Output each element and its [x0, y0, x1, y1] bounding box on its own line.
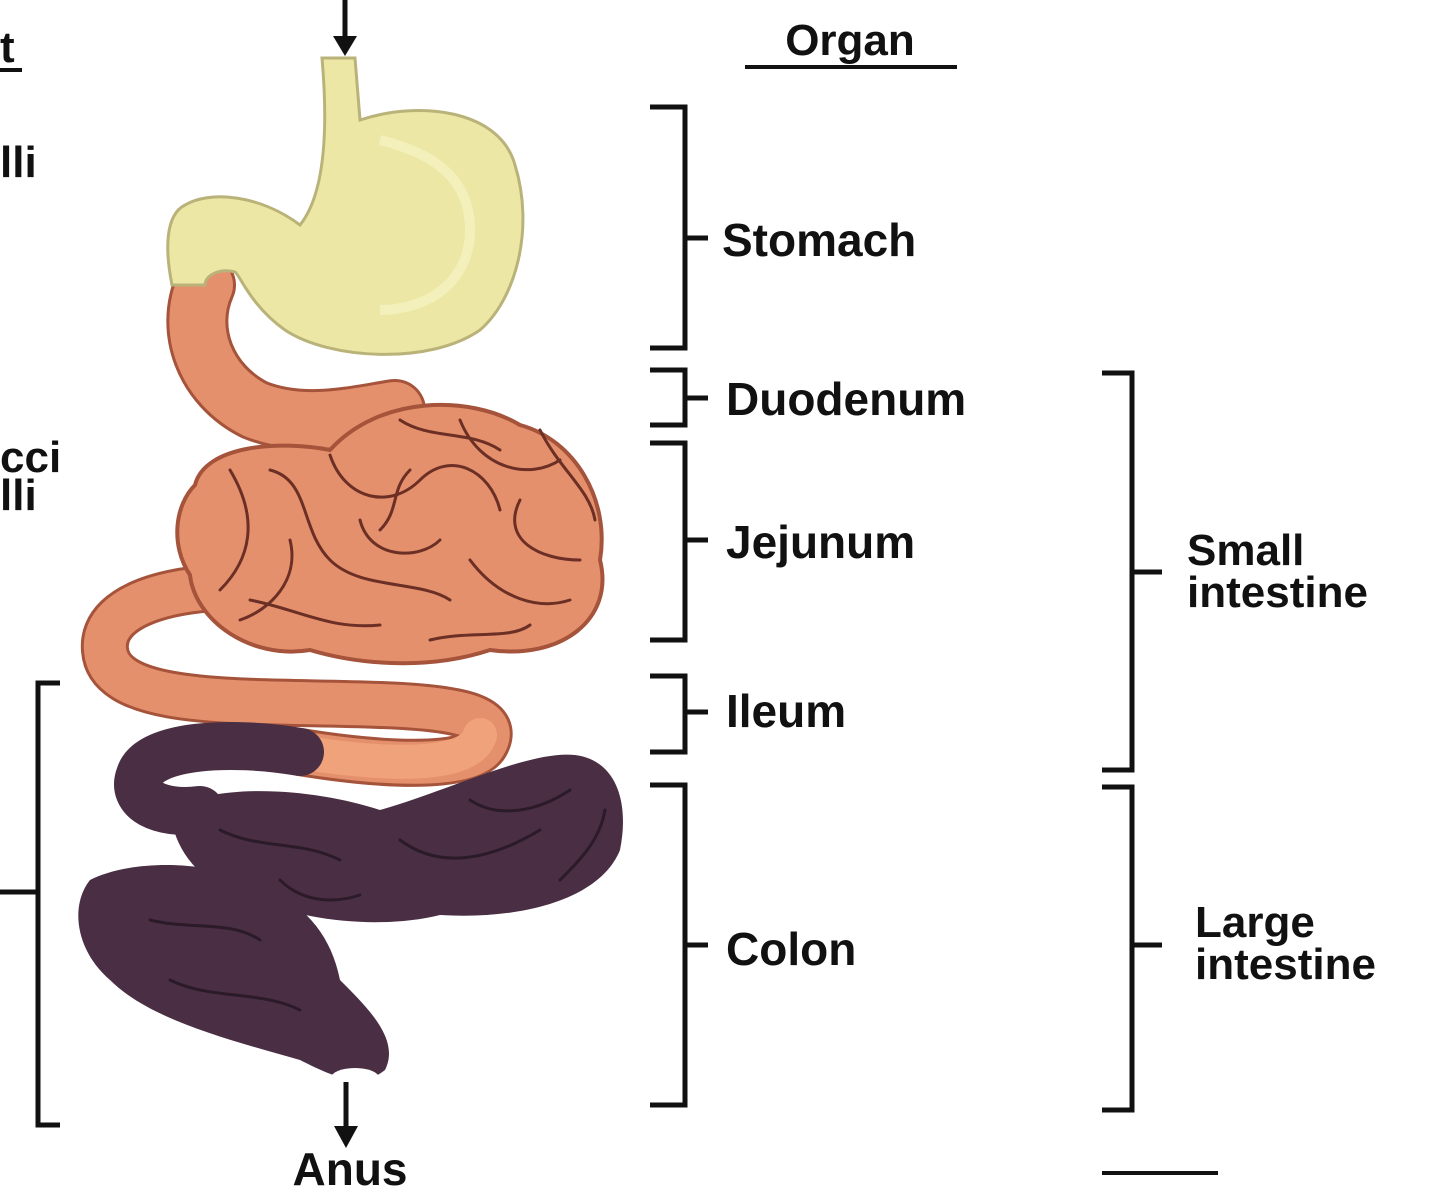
- stomach-label: Stomach: [722, 214, 916, 266]
- large-intestine-shape: [78, 746, 623, 1088]
- small-intestine-bracket: [1102, 373, 1162, 770]
- left-column-heading: t: [0, 23, 15, 72]
- colon-label: Colon: [726, 923, 856, 975]
- ileum-bracket: [650, 676, 708, 752]
- organ-heading: Organ: [785, 16, 915, 65]
- jejunum-label: Jejunum: [726, 516, 915, 568]
- exit-arrow: [334, 1082, 358, 1148]
- jejunum-bracket: [650, 443, 708, 640]
- anus-label: Anus: [293, 1143, 408, 1195]
- large-intestine-bracket: [1102, 787, 1162, 1110]
- left-label-villi-2: lli: [0, 471, 37, 520]
- duodenum-label: Duodenum: [726, 373, 966, 425]
- stomach-bracket: [650, 107, 708, 348]
- colon-bracket: [650, 785, 708, 1105]
- small-intestine-label-line2: intestine: [1187, 568, 1368, 617]
- large-intestine-label-line2: intestine: [1195, 940, 1376, 989]
- small-intestine-shape: [105, 285, 603, 763]
- ileum-label: Ileum: [726, 685, 846, 737]
- entry-arrow: [333, 0, 357, 56]
- left-bracket: [0, 683, 60, 1125]
- duodenum-bracket: [650, 370, 708, 425]
- left-label-villi-1: lli: [0, 138, 37, 187]
